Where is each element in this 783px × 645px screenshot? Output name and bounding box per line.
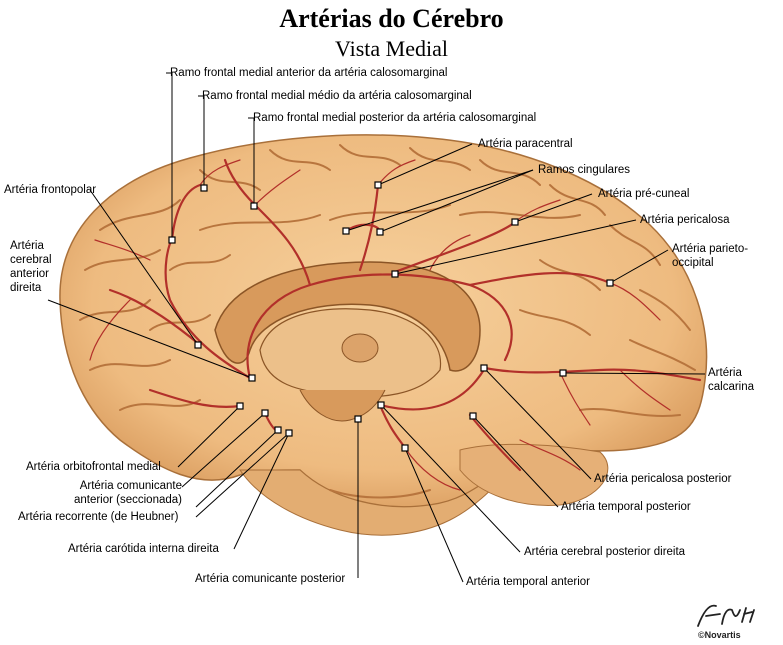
label-arteria-comunicante-posterior: Artéria comunicante posterior	[195, 573, 346, 585]
label-arteria-recorrente-heubner: Artéria recorrente (de Heubner)	[18, 511, 179, 523]
label-arteria-temporal-anterior: Artéria temporal anterior	[466, 576, 590, 588]
label-line: direita	[10, 282, 42, 294]
label-line: anterior (seccionada)	[73, 494, 182, 506]
corpus-callosum	[214, 261, 481, 372]
hypothalamus	[299, 389, 386, 422]
page-title: Artérias do Cérebro	[279, 4, 504, 33]
label-frontal-medial-medio: Ramo frontal medial médio da artéria cal…	[202, 90, 472, 102]
label-arteria-parieto-occipital: Artéria parieto- occipital	[672, 242, 748, 270]
label-arteria-comunicante-anterior: Artéria comunicante anterior (seccionada…	[56, 479, 182, 507]
label-arteria-orbitofrontal-medial: Artéria orbitofrontal medial	[26, 461, 161, 473]
label-arteria-cerebral-posterior: Artéria cerebral posterior direita	[524, 546, 686, 558]
label-arteria-frontopolar: Artéria frontopolar	[4, 184, 97, 196]
sulci-pattern	[79, 144, 696, 499]
leader-lines	[47, 72, 706, 583]
label-line: occipital	[672, 257, 714, 269]
label-arteria-temporal-posterior: Artéria temporal posterior	[561, 501, 691, 513]
label-line: calcarina	[708, 381, 755, 393]
label-frontal-medial-posterior: Ramo frontal medial posterior da artéria…	[253, 112, 537, 124]
label-line: Artéria parieto-	[672, 243, 749, 255]
label-arteria-pre-cuneal: Artéria pré-cuneal	[598, 188, 690, 200]
label-arteria-paracentral: Artéria paracentral	[478, 138, 573, 150]
label-ramos-cingulares: Ramos cingulares	[538, 164, 631, 176]
label-frontal-medial-anterior: Ramo frontal medial anterior da artéria …	[170, 67, 448, 79]
interthalamic-adhesion	[341, 333, 379, 363]
label-arteria-pericalosa: Artéria pericalosa	[640, 214, 730, 226]
arteries	[108, 158, 702, 472]
label-arteria-carotida-interna: Artéria carótida interna direita	[68, 543, 219, 555]
cerebellum	[459, 443, 609, 506]
artist-signature	[697, 604, 755, 627]
label-line: cerebral	[10, 254, 52, 266]
leader-markers	[168, 181, 614, 452]
label-arteria-cerebral-anterior: Artéria cerebral anterior direita	[10, 239, 52, 295]
label-arteria-calcarina: Artéria calcarina	[708, 366, 754, 394]
label-arteria-pericalosa-posterior: Artéria pericalosa posterior	[594, 473, 732, 485]
label-line: anterior	[10, 268, 49, 280]
copyright-notice: ©Novartis	[698, 630, 741, 640]
label-line: Artéria	[10, 240, 44, 252]
label-line: Artéria	[708, 367, 742, 379]
label-line: Artéria comunicante	[79, 480, 182, 492]
page-subtitle: Vista Medial	[335, 36, 448, 61]
